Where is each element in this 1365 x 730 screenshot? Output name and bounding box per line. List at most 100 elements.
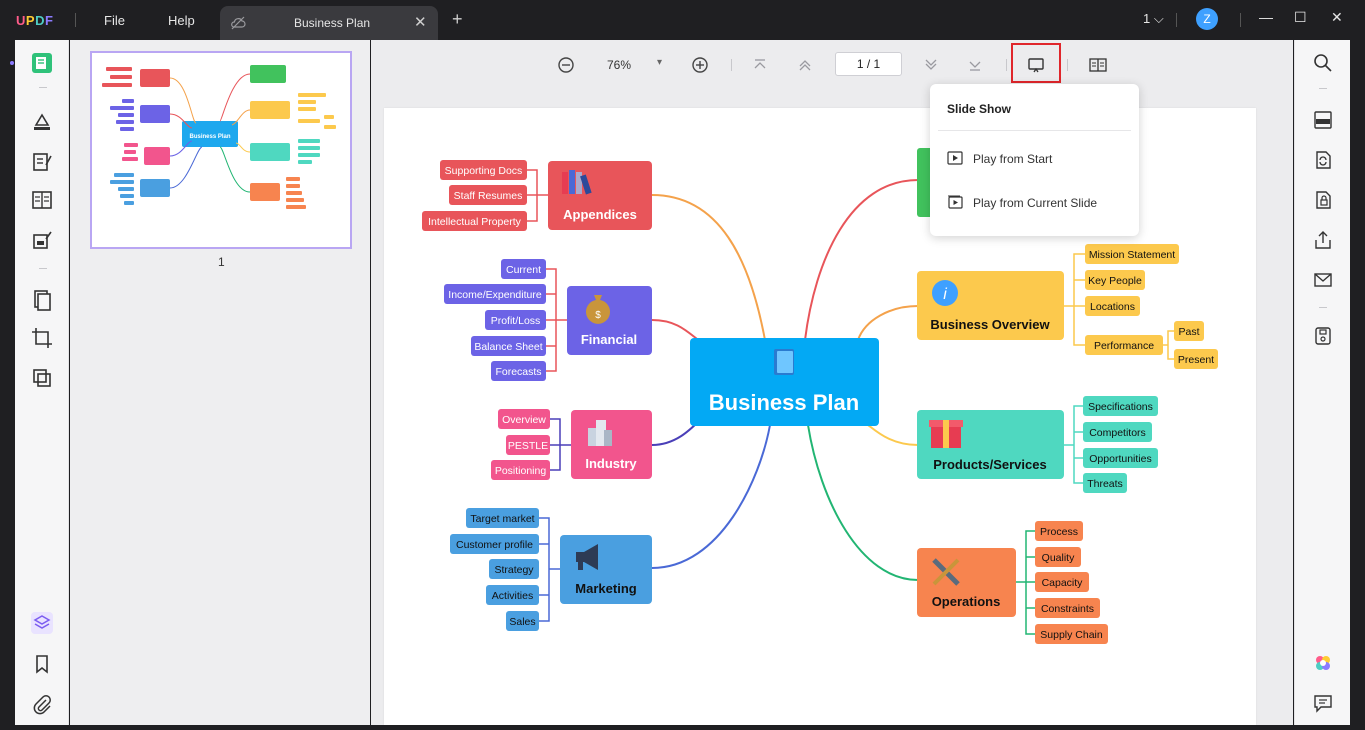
buildings-icon [588,420,612,446]
document-tab[interactable]: Business Plan ✕ [220,6,438,40]
page-display-mode-icon[interactable] [1089,56,1107,74]
node-operations-label: Operations [932,594,1001,609]
window-close-button[interactable]: ✕ [1331,9,1343,25]
updf-logo[interactable]: UPDF [16,13,54,28]
convert-icon[interactable] [1313,150,1333,170]
slideshow-highlight [1011,43,1061,83]
last-page-icon[interactable] [966,56,984,74]
leaf-specifications[interactable] [1083,396,1158,416]
leaf-supporting-docs[interactable] [440,160,527,180]
zoom-dropdown-icon[interactable]: ▾ [657,57,663,68]
slideshow-dropdown-title: Slide Show [947,102,1012,116]
leaf-label: Performance [1094,340,1154,352]
center-node[interactable] [690,338,879,426]
comment-icon[interactable] [31,111,53,133]
menu-file[interactable]: File [104,13,125,28]
leaf-balance-sheet[interactable] [471,336,546,356]
leaf-activities[interactable] [486,585,539,605]
leaf-past[interactable] [1174,321,1204,341]
next-page-icon[interactable] [922,56,940,74]
leaf-label: Positioning [495,465,547,477]
leaf-label: Profit/Loss [491,315,541,327]
node-business-overview-label: Business Overview [930,317,1050,332]
new-tab-button[interactable]: + [452,9,463,29]
ocr-icon[interactable] [1313,110,1333,130]
leaf-label: Activities [492,590,533,602]
leaf-mission-statement[interactable] [1085,244,1179,264]
reader-icon[interactable] [31,52,53,74]
leaf-positioning[interactable] [491,460,550,480]
page-number-input[interactable]: 1 / 1 [835,52,902,76]
zoom-level[interactable]: 76% [607,58,632,72]
leaf-strategy[interactable] [489,559,539,579]
share-icon[interactable] [1313,230,1333,250]
leaf-label: Current [506,264,541,276]
ai-assistant-icon[interactable] [1313,653,1333,673]
page-layout-icon[interactable] [31,189,53,211]
leaf-locations[interactable] [1085,296,1140,316]
connector-top-branch [804,179,919,341]
leaf-capacity[interactable] [1035,572,1089,592]
organize-pages-icon[interactable] [31,289,53,311]
node-financial[interactable] [567,286,652,355]
leaf-overview[interactable] [498,409,550,429]
leaf-process[interactable] [1035,521,1083,541]
fill-sign-icon[interactable] [31,229,53,251]
menu-help[interactable]: Help [168,13,195,28]
thumbnail-page-number: 1 [218,255,225,269]
bookmark-icon[interactable] [31,653,53,675]
leaf-constraints[interactable] [1035,598,1100,618]
avatar[interactable]: Z [1196,8,1218,30]
leaf-quality[interactable] [1035,547,1081,567]
attachment-icon[interactable] [31,693,53,715]
leaf-supply-chain[interactable] [1035,624,1108,644]
leaf-intellectual-property[interactable] [422,211,527,231]
layers-icon[interactable] [31,612,53,634]
leaf-label: Specifications [1088,401,1153,413]
divider [1067,59,1068,71]
email-icon[interactable] [1313,270,1333,290]
leaf-target-market[interactable] [466,508,539,528]
protect-icon[interactable] [1313,190,1333,210]
leaf-opportunities[interactable] [1083,448,1158,468]
zoom-out-icon[interactable] [557,56,575,74]
leaf-customer-profile[interactable] [450,534,539,554]
leaf-competitors[interactable] [1083,422,1152,442]
previous-page-icon[interactable] [796,56,814,74]
leaf-current[interactable] [501,259,546,279]
slideshow-icon[interactable] [1027,56,1045,74]
page-selector[interactable]: 1 ⌵ [1143,11,1164,26]
minimize-button[interactable]: — [1259,9,1273,25]
zoom-in-icon[interactable] [691,56,709,74]
tools-icon[interactable] [31,367,53,389]
leaf-key-people[interactable] [1085,270,1145,290]
maximize-button[interactable]: ☐ [1294,9,1307,25]
tab-close-icon[interactable]: ✕ [414,14,427,31]
leaf-label: Present [1178,354,1214,366]
divider [1176,13,1177,27]
edit-pdf-icon[interactable] [31,151,53,173]
divider [75,13,76,27]
title-bar: UPDF File Help Business Plan ✕ + 1 ⌵ Z —… [0,0,1365,40]
leaf-performance[interactable] [1085,335,1163,355]
comment-list-icon[interactable] [1313,693,1333,713]
leaf-pestle[interactable] [506,435,550,455]
page-thumbnail[interactable]: Business Plan [90,51,352,249]
leaf-income-expenditure[interactable] [444,284,546,304]
megaphone-icon [576,544,598,570]
leaf-label: Sales [509,616,535,628]
leaf-forecasts[interactable] [491,361,546,381]
books-icon [562,170,592,195]
leaf-profit-loss[interactable] [485,310,546,330]
crop-icon[interactable] [31,327,53,349]
node-marketing-label: Marketing [575,581,636,596]
leaf-sales[interactable] [506,611,539,631]
save-icon[interactable] [1313,326,1333,346]
leaf-staff-resumes[interactable] [449,185,527,205]
play-from-current-slide-item[interactable]: Play from Current Slide [947,192,1132,214]
leaf-present[interactable] [1174,349,1218,369]
first-page-icon[interactable] [751,56,769,74]
search-icon[interactable] [1313,53,1333,73]
play-from-start-item[interactable]: Play from Start [947,148,1132,170]
leaf-threats[interactable] [1083,473,1127,493]
